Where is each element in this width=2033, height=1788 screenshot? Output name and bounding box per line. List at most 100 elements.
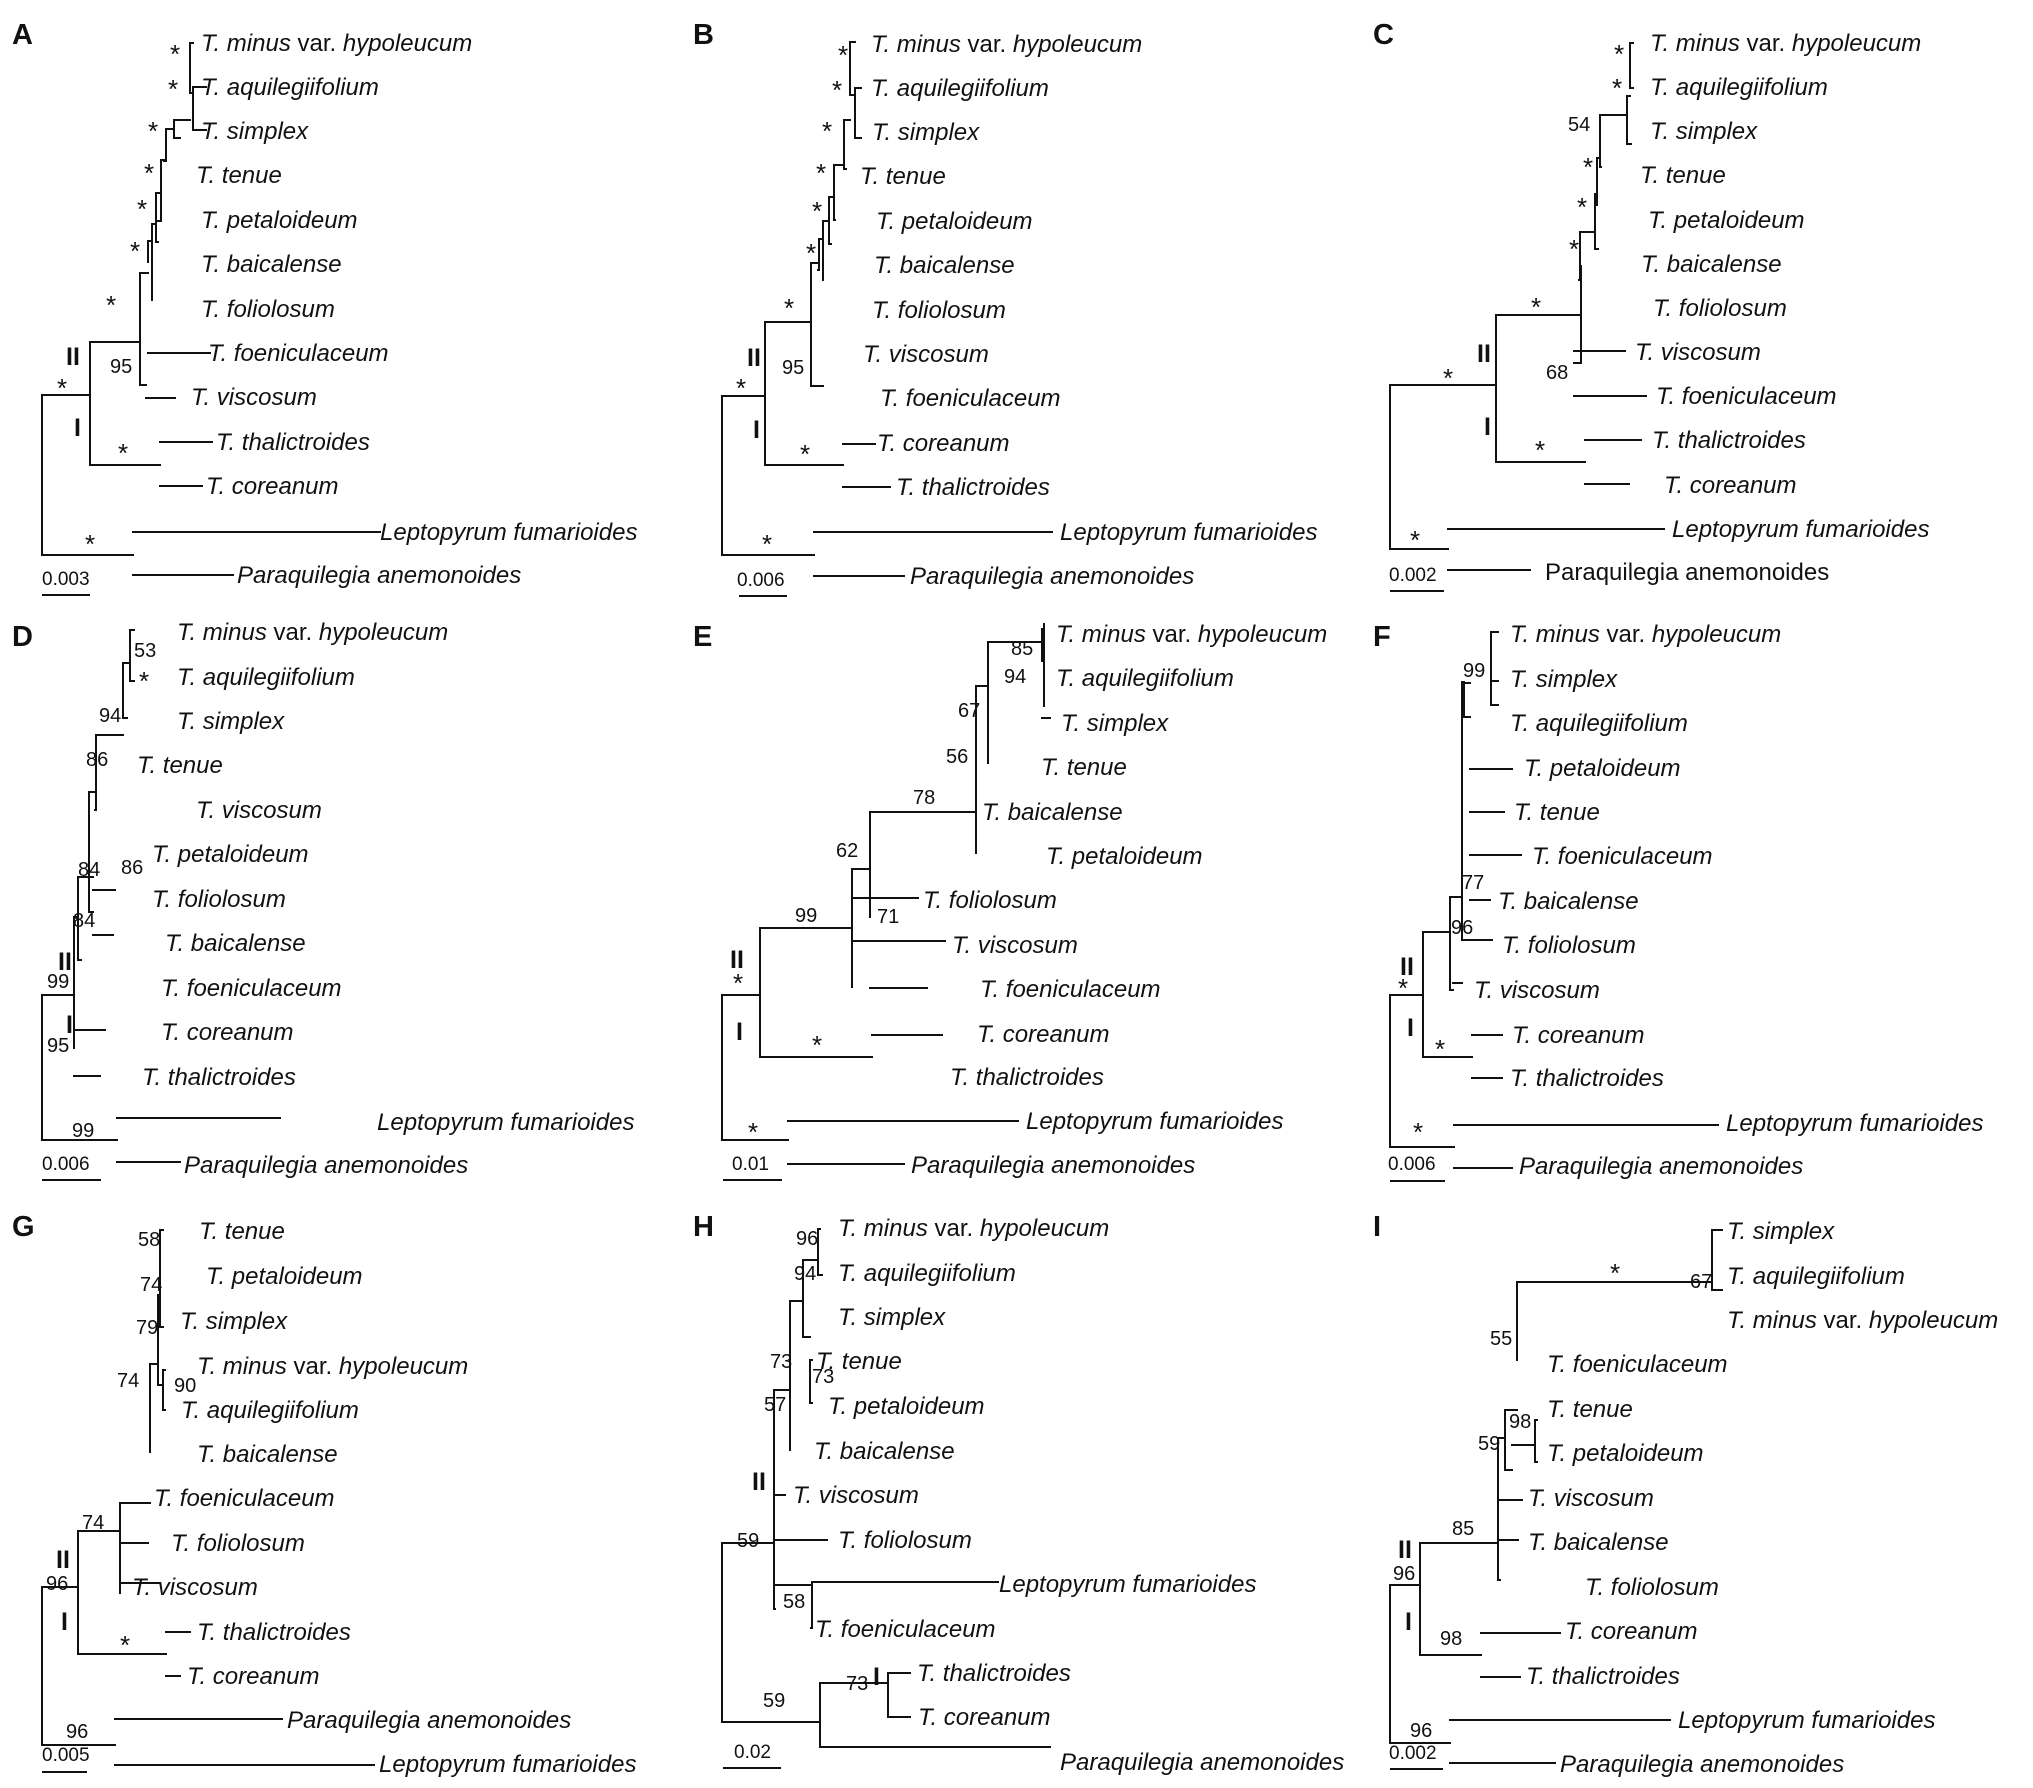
taxon-label: T. viscosum — [196, 797, 322, 824]
support-value: 73 — [812, 1366, 834, 1388]
support-value: 86 — [121, 857, 143, 879]
taxon-label: T. baicalense — [814, 1438, 955, 1465]
taxon-label: T. thalictroides — [917, 1660, 1071, 1687]
taxon-label: T. baicalense — [197, 1441, 338, 1468]
taxon-label: T. coreanum — [877, 430, 1010, 457]
panel-a: A T. minus var. hypoleucum T. aquilegiif… — [12, 19, 637, 596]
clade-label: I — [753, 416, 760, 444]
taxon-label: T. viscosum — [1528, 1485, 1654, 1512]
scale-label: 0.003 — [42, 569, 90, 590]
support-value: * — [806, 238, 816, 268]
panel-label: G — [12, 1211, 35, 1243]
support-value: * — [1535, 435, 1545, 465]
taxon-label: T. thalictroides — [1652, 427, 1806, 454]
support-value: * — [168, 74, 178, 104]
support-value: * — [1583, 152, 1593, 182]
support-value: 96 — [1410, 1720, 1432, 1742]
taxon-label: T. coreanum — [1565, 1618, 1698, 1645]
support-value: * — [1610, 1258, 1620, 1288]
taxon-label: T. foeniculaceum — [1532, 843, 1713, 870]
support-value: 73 — [770, 1351, 792, 1373]
taxon-label: T. aquilegiifolium — [201, 74, 379, 101]
support-value: 77 — [1462, 872, 1484, 894]
taxon-label: T. thalictroides — [1510, 1065, 1664, 1092]
taxon-label: T. minus var. hypoleucum — [197, 1353, 468, 1380]
taxon-label: T. simplex — [1061, 710, 1169, 737]
clade-label: I — [1405, 1608, 1412, 1636]
taxon-label: T. simplex — [1727, 1218, 1835, 1245]
panel-b: B T. minus var. hypoleucum T. aquilegiif… — [693, 19, 1317, 597]
support-value: 98 — [1509, 1411, 1531, 1433]
scale-label: 0.01 — [732, 1154, 769, 1175]
support-value: 68 — [1546, 362, 1568, 384]
panel-e: E T. minus var. hypoleucum T. aquilegiif… — [693, 621, 1327, 1181]
support-value: 95 — [110, 356, 132, 378]
support-value: * — [1398, 973, 1408, 1003]
clade-label: II — [747, 344, 761, 372]
taxon-label: T. viscosum — [1635, 339, 1761, 366]
taxon-label: T. foliolosum — [152, 886, 286, 913]
panel-label: E — [693, 621, 712, 653]
taxon-label: T. baicalense — [201, 251, 342, 278]
taxon-label: T. viscosum — [863, 341, 989, 368]
scale-label: 0.02 — [734, 1742, 771, 1763]
clade-label: II — [730, 946, 744, 974]
taxon-label: Leptopyrum fumarioides — [1726, 1110, 1983, 1137]
clade-label: II — [66, 343, 80, 371]
taxon-label: T. foliolosum — [838, 1527, 972, 1554]
taxon-label: Leptopyrum fumarioides — [377, 1109, 634, 1136]
clade-label: I — [66, 1011, 73, 1039]
clade-label: II — [752, 1468, 766, 1496]
support-value: 85 — [1452, 1518, 1474, 1540]
support-value: * — [816, 158, 826, 188]
clade-label: I — [61, 1608, 68, 1636]
panel-i: I T. simplex T. aquilegiifolium T. minus… — [1373, 1211, 1998, 1778]
support-value: 95 — [47, 1035, 69, 1057]
scale-label: 0.002 — [1389, 565, 1437, 586]
support-value: * — [812, 1030, 822, 1060]
panel-label: B — [693, 19, 714, 51]
taxon-label: T. viscosum — [952, 932, 1078, 959]
taxon-label: T. simplex — [201, 118, 309, 145]
taxon-label: T. simplex — [838, 1304, 946, 1331]
taxon-label: T. simplex — [872, 119, 980, 146]
taxon-label: Paraquilegia anemonoides — [1560, 1751, 1844, 1778]
taxon-label: T. foliolosum — [923, 887, 1057, 914]
taxon-label: T. foeniculaceum — [815, 1616, 996, 1643]
scale-label: 0.006 — [737, 570, 785, 591]
taxon-label: T. tenue — [1514, 799, 1600, 826]
taxon-label: Paraquilegia anemonoides — [237, 562, 521, 589]
support-value: * — [733, 968, 743, 998]
taxon-label: T. foeniculaceum — [161, 975, 342, 1002]
taxon-label: T. aquilegiifolium — [871, 75, 1049, 102]
support-value: * — [130, 236, 140, 266]
taxon-label: T. petaloideum — [876, 208, 1033, 235]
taxon-label: T. tenue — [199, 1218, 285, 1245]
panel-f: F T. minus var. hypoleucum T. simplex T.… — [1373, 621, 1983, 1182]
clade-label: I — [873, 1663, 880, 1691]
support-value: 99 — [72, 1120, 94, 1142]
taxon-label: T. tenue — [137, 752, 223, 779]
support-value: * — [170, 39, 180, 69]
scale-label: 0.006 — [1388, 1154, 1436, 1175]
support-value: * — [1413, 1117, 1423, 1147]
support-value: 96 — [1451, 917, 1473, 939]
support-value: * — [748, 1117, 758, 1147]
taxon-label: T. coreanum — [187, 1663, 320, 1690]
taxon-label: T. baicalense — [1498, 888, 1639, 915]
support-value: * — [784, 293, 794, 323]
taxon-label: T. thalictroides — [950, 1064, 1104, 1091]
support-value: 74 — [117, 1370, 139, 1392]
taxon-label: T. aquilegiifolium — [1727, 1263, 1905, 1290]
taxon-label: T. baicalense — [874, 252, 1015, 279]
taxon-label: T. simplex — [177, 708, 285, 735]
taxon-label: T. minus var. hypoleucum — [1727, 1307, 1998, 1334]
support-value: 84 — [73, 910, 95, 932]
clade-label: I — [74, 414, 81, 442]
taxon-label: T. aquilegiifolium — [1650, 74, 1828, 101]
support-value: 78 — [913, 787, 935, 809]
taxon-label: T. petaloideum — [152, 841, 309, 868]
support-value: * — [1531, 292, 1541, 322]
support-value: * — [85, 529, 95, 559]
support-value: 94 — [794, 1263, 816, 1285]
